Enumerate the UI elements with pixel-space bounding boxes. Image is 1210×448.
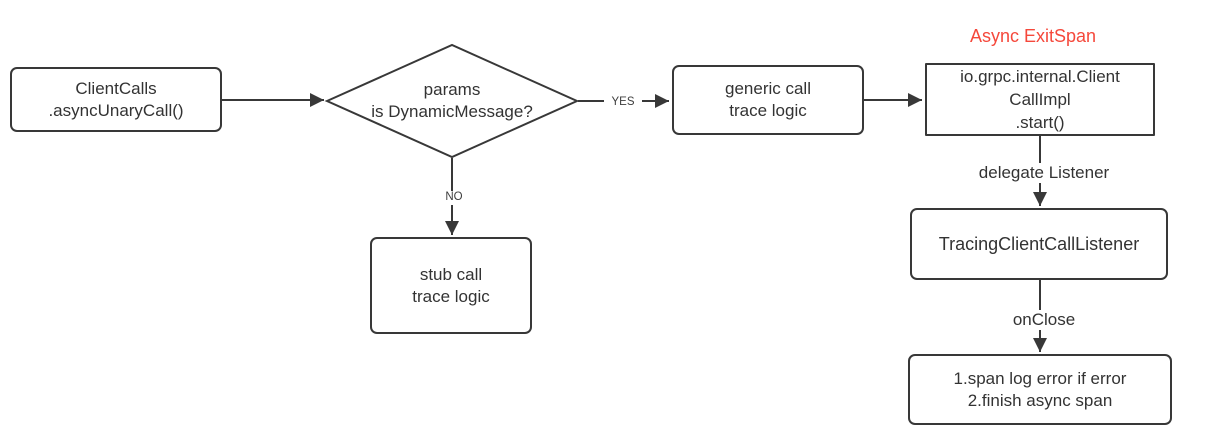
node-generic-call-line2: trace logic [729, 101, 807, 120]
node-onclose-actions-line1: 1.span log error if error [953, 368, 1127, 388]
node-client-call-impl: io.grpc.internal.Client CallImpl .start(… [925, 63, 1155, 136]
node-stub-call-line2: trace logic [412, 286, 490, 306]
node-decision-line2: is DynamicMessage? [371, 102, 533, 121]
node-decision-line1: params [423, 80, 481, 99]
node-tracing-listener-line1: TracingClientCallListener [938, 234, 1140, 254]
async-exitspan-title: Async ExitSpan [969, 26, 1097, 46]
node-tracing-listener: TracingClientCallListener [910, 208, 1168, 280]
node-onclose-actions: 1.span log error if error 2.finish async… [908, 354, 1172, 425]
edge-label-delegate-listener: delegate Listener [952, 163, 1136, 184]
node-client-call-impl-line1: io.grpc.internal.Client [960, 67, 1120, 86]
node-client-call-impl-line3: .start() [1015, 113, 1065, 132]
node-onclose-actions-line2: 2.finish async span [967, 390, 1113, 410]
edge-label-onclose: onClose [992, 310, 1096, 331]
node-generic-call-line1: generic call [725, 79, 811, 98]
node-stub-call: stub call trace logic [370, 237, 532, 334]
edge-label-no: NO [438, 191, 470, 205]
node-stub-call-line1: stub call [419, 264, 483, 284]
edge-label-yes: YES [604, 96, 642, 110]
node-client-calls-line1: ClientCalls [75, 78, 157, 98]
node-client-calls-line2: .asyncUnaryCall() [48, 100, 184, 120]
node-generic-call: generic call trace logic [672, 65, 864, 135]
node-client-calls: ClientCalls .asyncUnaryCall() [10, 67, 222, 132]
node-decision-label: params is DynamicMessage? [342, 79, 562, 123]
node-client-call-impl-line2: CallImpl [1009, 90, 1071, 109]
decision-diamond-shape [324, 43, 580, 159]
